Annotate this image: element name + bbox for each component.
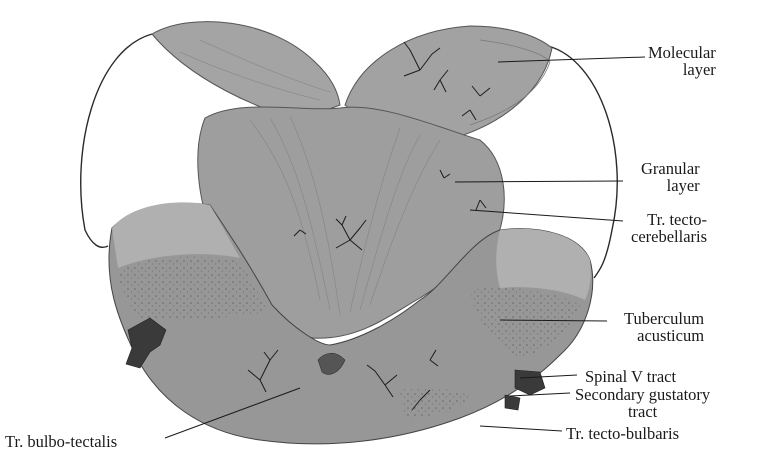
right-root-bundle-2: [505, 395, 520, 410]
label-molecular-layer-line2: layer: [648, 61, 716, 78]
label-tr-tecto-bulbaris-text: Tr. tecto-bulbaris: [566, 425, 679, 442]
label-tr-tecto-bulbaris: Tr. tecto-bulbaris: [566, 425, 679, 442]
label-tuberculum-acusticum: Tuberculum acusticum: [624, 310, 704, 344]
label-granular-layer: Granular layer: [641, 160, 700, 194]
label-tr-tecto-cerebellaris: Tr. tecto- cerebellaris: [631, 211, 707, 245]
label-tuberculum-acusticum-line1: Tuberculum: [624, 310, 704, 327]
label-molecular-layer-line1: Molecular: [648, 44, 716, 61]
label-secondary-gustatory-tract: Secondary gustatory tract: [575, 386, 710, 420]
label-tr-bulbo-tectalis-text: Tr. bulbo-tectalis: [5, 433, 117, 450]
label-spinal-v-tract-text: Spinal V tract: [585, 368, 676, 385]
label-molecular-layer: Molecular layer: [648, 44, 716, 78]
label-granular-layer-line1: Granular: [641, 160, 700, 177]
label-secondary-gustatory-tract-line2: tract: [575, 403, 710, 420]
label-granular-layer-line2: layer: [641, 177, 700, 194]
label-spinal-v-tract: Spinal V tract: [585, 368, 676, 385]
label-tr-bulbo-tectalis: Tr. bulbo-tectalis: [5, 433, 117, 450]
label-tr-tecto-cerebellaris-line1: Tr. tecto-: [631, 211, 707, 228]
right-root-bundle: [515, 370, 545, 395]
label-tr-tecto-cerebellaris-line2: cerebellaris: [631, 228, 707, 245]
left-dorsal-lobe: [152, 22, 340, 120]
label-secondary-gustatory-tract-line1: Secondary gustatory: [575, 386, 710, 403]
label-tuberculum-acusticum-line2: acusticum: [624, 327, 704, 344]
